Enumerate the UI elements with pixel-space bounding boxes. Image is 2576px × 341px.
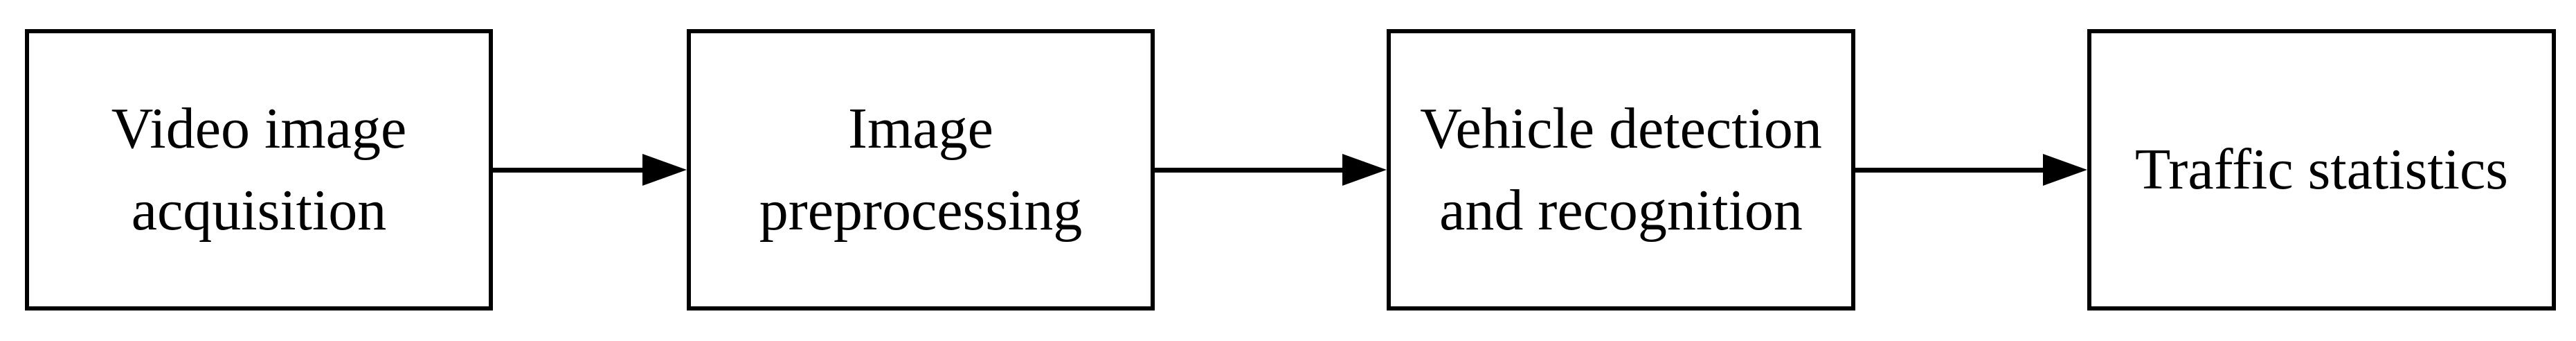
flow-node-image-preprocessing: Image preprocessing [687, 29, 1155, 311]
arrow-connector-3 [1855, 154, 2087, 186]
arrow-shaft [493, 167, 642, 173]
arrow-connector-1 [493, 154, 687, 186]
node-label-image-preprocessing: Image preprocessing [759, 96, 1083, 243]
arrow-shaft [1855, 167, 2043, 173]
node-label-traffic-statistics: Traffic statistics [2135, 137, 2508, 202]
node-label-vehicle-detection-recognition: Vehicle detection and recognition [1420, 96, 1822, 243]
node-label-video-image-acquisition: Video image acquisition [111, 96, 407, 243]
arrow-connector-2 [1155, 154, 1387, 186]
arrow-head-icon [2043, 154, 2087, 186]
arrow-head-icon [642, 154, 687, 186]
flow-node-video-image-acquisition: Video image acquisition [25, 29, 493, 311]
flow-node-vehicle-detection-recognition: Vehicle detection and recognition [1387, 29, 1855, 311]
arrow-shaft [1155, 167, 1342, 173]
arrow-head-icon [1342, 154, 1387, 186]
flow-node-traffic-statistics: Traffic statistics [2087, 29, 2556, 311]
